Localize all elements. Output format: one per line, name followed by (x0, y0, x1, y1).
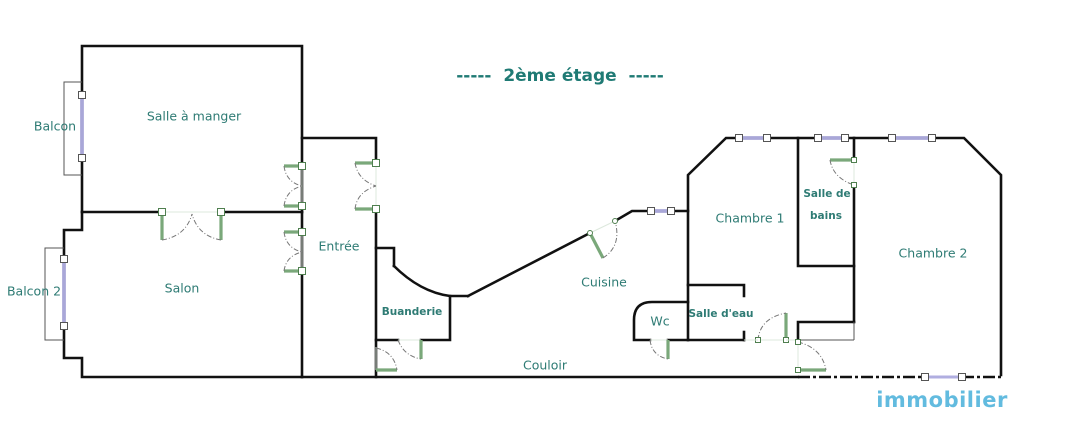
wall-salle-eau-top (686, 283, 746, 298)
wall-curve (392, 264, 470, 298)
window-chambre-2-bottom (921, 373, 966, 381)
balcon-2-outline (44, 247, 64, 341)
wall-salon-left (62, 210, 304, 379)
door-buanderie (397, 339, 423, 360)
door-salle-entree (283, 162, 306, 210)
room-label-entree: Entrée (318, 238, 360, 254)
window-chambre-1 (735, 134, 771, 142)
walls (62, 44, 1003, 379)
door-wc (649, 339, 670, 360)
door-salon-entree (283, 228, 306, 275)
windows (60, 91, 966, 381)
wall-cuisine-diagonal (466, 231, 592, 298)
door-chambre-2 (795, 339, 827, 373)
wall-salle-a-manger (80, 44, 304, 214)
room-label-buanderie: Buanderie (381, 306, 443, 318)
room-label-wc: Wc (650, 313, 670, 329)
room-label-salle-d-eau: Salle d'eau (688, 308, 754, 320)
room-label-salle-a-manger: Salle à manger (146, 108, 242, 124)
room-label-salle-de-bains-1: Salle de (803, 188, 851, 200)
watermark-logo: immobilier (876, 388, 1008, 412)
door-salle-salon (158, 208, 225, 241)
window-balcon-2 (60, 255, 68, 330)
door-entree-corridor (375, 347, 398, 372)
window-chambre-2 (888, 134, 936, 142)
room-label-salle-de-bains-2: bains (810, 210, 842, 222)
room-label-balcon-2: Balcon 2 (6, 283, 62, 299)
door-cuisine (587, 218, 618, 259)
balcon-outline (63, 81, 82, 176)
room-label-cuisine: Cuisine (581, 274, 627, 290)
room-label-couloir: Couloir (522, 357, 568, 373)
door-entree-right (354, 159, 380, 213)
wall-entree-top (300, 136, 378, 165)
wall-buanderie-top (374, 246, 396, 268)
window-cuisine (647, 207, 675, 215)
thin-lines (44, 81, 855, 341)
room-label-chambre-1: Chambre 1 (715, 210, 785, 226)
door-salle-de-bains (829, 157, 857, 188)
wall-chambre2-nook (796, 320, 856, 342)
wall-chambre1-left (686, 136, 740, 342)
wall-sdb (796, 136, 856, 268)
doors (158, 157, 857, 373)
wall-buanderie-right (419, 294, 452, 342)
room-label-balcon: Balcon (33, 118, 77, 134)
window-salle-de-bains (814, 134, 849, 142)
wall-cuisine-top (613, 209, 652, 223)
room-label-salon: Salon (164, 280, 200, 296)
wall-wc (632, 300, 690, 342)
room-label-chambre-2: Chambre 2 (898, 245, 968, 261)
floor-title: ----- 2ème étage ----- (456, 66, 664, 86)
window-balcon (78, 91, 86, 162)
wall-chambre2-top-right (931, 136, 1003, 377)
